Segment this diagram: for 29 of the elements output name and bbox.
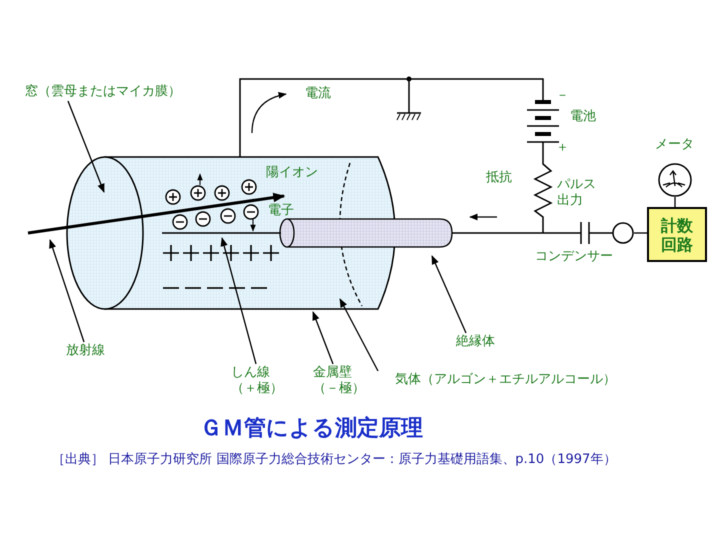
- title: ＧＭ管による測定原理: [200, 415, 423, 443]
- leader-line: [67, 100, 105, 193]
- leader-line: [431, 255, 467, 334]
- label: パルス出力: [557, 177, 597, 209]
- counter-box: 計数回路: [647, 207, 707, 262]
- terminal-circle: [612, 222, 634, 244]
- label: 電池: [570, 109, 596, 125]
- meter-dial: [658, 163, 692, 197]
- part-label: 絶縁体: [456, 334, 495, 350]
- caption: ［出典］ 日本原子力研究所 国際原子力総合技術センター：原子力基礎用語集、p.10（1997年）: [52, 452, 612, 468]
- label: 電子: [268, 203, 294, 219]
- part-label: 放射線: [66, 343, 105, 359]
- leader-line: [49, 239, 85, 342]
- wire: [674, 197, 676, 207]
- leader-line: [312, 311, 334, 364]
- part-label: 窓（雲母またはマイカ膜）: [25, 84, 181, 100]
- label: －: [556, 88, 569, 104]
- leader-line: [220, 237, 257, 364]
- part-label: しん線（＋極）: [231, 365, 287, 397]
- label: ＋: [556, 140, 569, 156]
- part-label: 気体（アルゴン＋エチルアルコール）: [395, 372, 616, 388]
- label: 陽イオン: [266, 165, 318, 181]
- part-label: 金属壁（－極）: [313, 365, 369, 397]
- label: 電流: [305, 86, 331, 102]
- leader-line: [339, 298, 379, 372]
- label: コンデンサー: [535, 249, 613, 265]
- label: 抵抗: [486, 170, 512, 186]
- wire: [634, 232, 647, 234]
- meter-label: メータ: [655, 137, 694, 153]
